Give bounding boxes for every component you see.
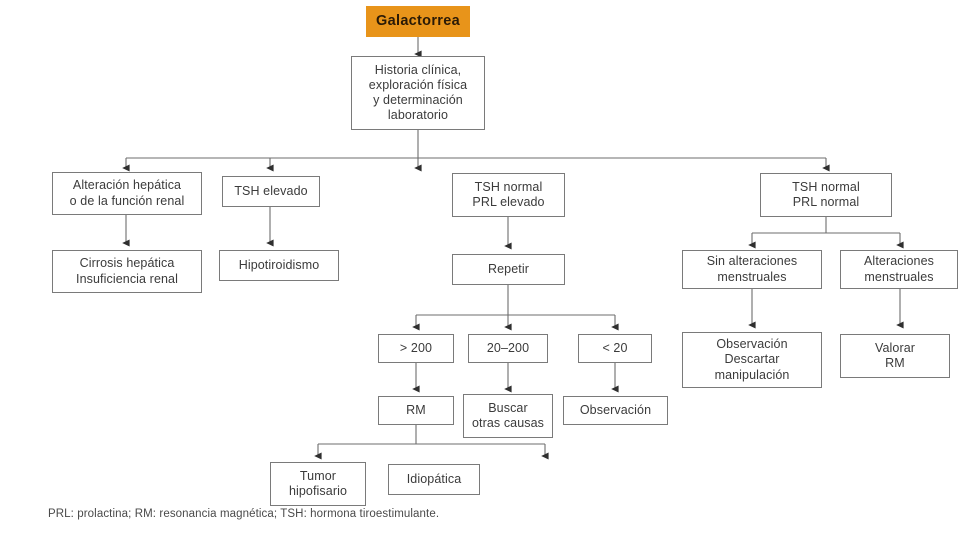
node-galactorrea[interactable]: Galactorrea xyxy=(366,6,470,37)
node-hipotiroidismo[interactable]: Hipotiroidismo xyxy=(219,250,339,281)
node-prl-20-200[interactable]: 20–200 xyxy=(468,334,548,363)
node-tsh-normal-prl-normal[interactable]: TSH normal PRL normal xyxy=(760,173,892,217)
node-observacion-descartar-manipulacion[interactable]: Observación Descartar manipulación xyxy=(682,332,822,388)
node-alteraciones-menstruales[interactable]: Alteraciones menstruales xyxy=(840,250,958,289)
node-tsh-normal-prl-elevado[interactable]: TSH normal PRL elevado xyxy=(452,173,565,217)
node-alteracion-hepatica[interactable]: Alteración hepática o de la función rena… xyxy=(52,172,202,215)
node-prl-menor-20[interactable]: < 20 xyxy=(578,334,652,363)
node-tsh-elevado[interactable]: TSH elevado xyxy=(222,176,320,207)
node-prl-mayor-200[interactable]: > 200 xyxy=(378,334,454,363)
node-sin-alteraciones-menstruales[interactable]: Sin alteraciones menstruales xyxy=(682,250,822,289)
node-idiopatica[interactable]: Idiopática xyxy=(388,464,480,495)
node-rm[interactable]: RM xyxy=(378,396,454,425)
node-valorar-rm[interactable]: Valorar RM xyxy=(840,334,950,378)
node-observacion[interactable]: Observación xyxy=(563,396,668,425)
node-buscar-otras-causas[interactable]: Buscar otras causas xyxy=(463,394,553,438)
node-tumor-hipofisario[interactable]: Tumor hipofisario xyxy=(270,462,366,506)
abbreviations-footnote: PRL: prolactina; RM: resonancia magnétic… xyxy=(48,508,440,520)
node-cirrosis-hepatica[interactable]: Cirrosis hepática Insuficiencia renal xyxy=(52,250,202,293)
node-repetir[interactable]: Repetir xyxy=(452,254,565,285)
node-historia-clinica[interactable]: Historia clínica, exploración física y d… xyxy=(351,56,485,130)
